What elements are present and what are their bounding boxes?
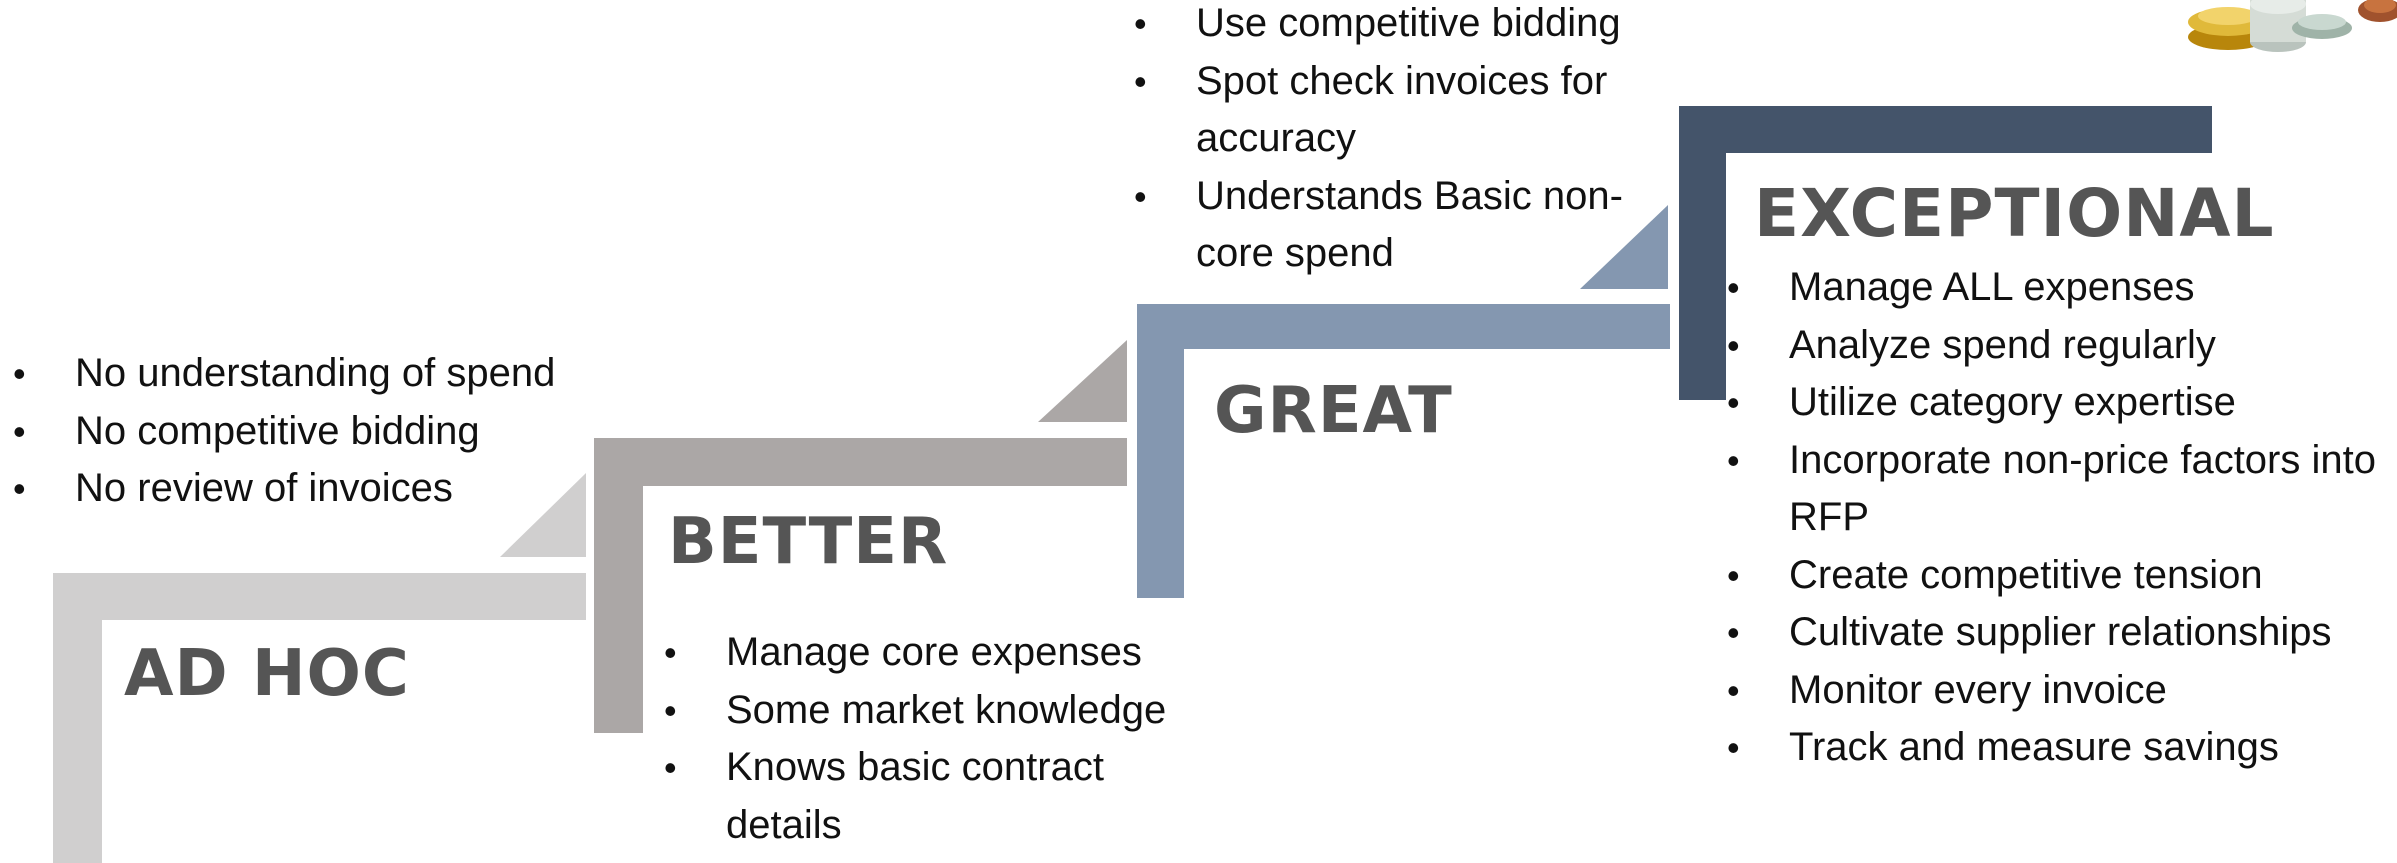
bullet-item: Manage ALL expenses (1727, 259, 2397, 317)
stage-bullets-adhoc: No understanding of spend No competitive… (13, 345, 613, 518)
stage-title-exceptional: EXCEPTIONAL (1754, 175, 2275, 252)
bullet-item: Track and measure savings (1727, 719, 2397, 777)
bullet-item: Utilize category expertise (1727, 374, 2397, 432)
stage-title-great: GREAT (1214, 374, 1453, 448)
step-better-shape (594, 438, 1127, 733)
bullet-item: No review of invoices (13, 460, 613, 518)
step-better-connector (1038, 340, 1127, 422)
stage-bullets-better: Manage core expenses Some market knowled… (664, 624, 1224, 854)
stage-bullets-exceptional: Manage ALL expenses Analyze spend regula… (1727, 259, 2397, 777)
step-great-shape (1137, 304, 1670, 598)
bullet-item: Spot check invoices for accuracy (1134, 53, 1694, 168)
stage-title-better: BETTER (668, 505, 949, 579)
coin-stack-icon (2188, 0, 2397, 52)
bullet-item: Create competitive tension (1727, 547, 2397, 605)
stage-title-adhoc: AD HOC (124, 637, 410, 711)
stage-bullets-great: Use competitive bidding Spot check invoi… (1134, 0, 1694, 283)
bullet-item: No understanding of spend (13, 345, 613, 403)
step-adhoc-shape (53, 573, 586, 863)
step-exceptional-shape (1679, 106, 2212, 400)
bullet-item: Incorporate non-price factors into RFP (1727, 432, 2397, 547)
bullet-item: Knows basic contract details (664, 739, 1224, 854)
bullet-item: Monitor every invoice (1727, 662, 2397, 720)
bullet-item: Analyze spend regularly (1727, 317, 2397, 375)
bullet-item: Use competitive bidding (1134, 0, 1694, 53)
bullet-item: Understands Basic non-core spend (1134, 168, 1694, 283)
bullet-item: Cultivate supplier relationships (1727, 604, 2397, 662)
bullet-item: No competitive bidding (13, 403, 613, 461)
bullet-item: Manage core expenses (664, 624, 1224, 682)
bullet-item: Some market knowledge (664, 682, 1224, 740)
